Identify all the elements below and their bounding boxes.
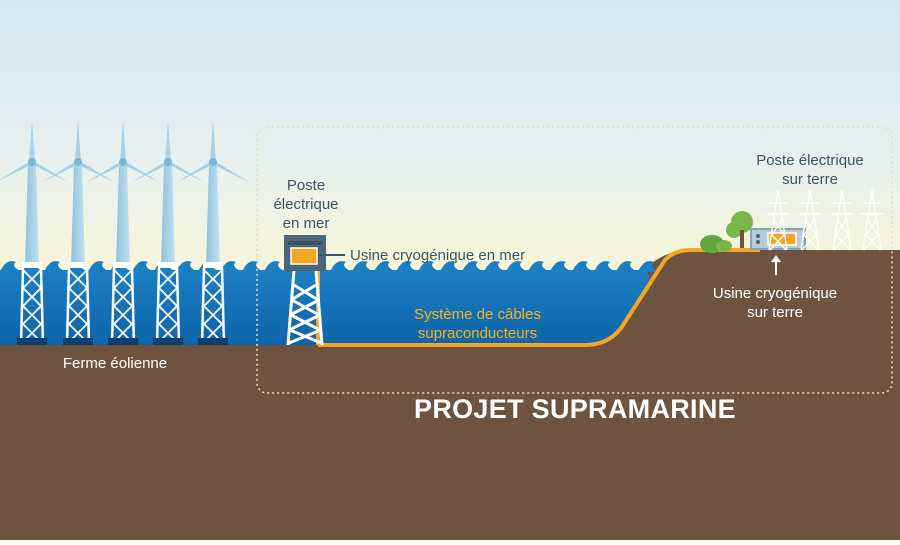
wind-farm-label: Ferme éolienne — [62, 355, 168, 372]
wave-crest — [220, 261, 242, 272]
wave-crest — [374, 261, 396, 272]
wave-crest — [242, 261, 264, 272]
wave-crest — [462, 261, 484, 272]
coast-hill — [600, 250, 900, 540]
offshore-substation-line-1: Poste — [286, 177, 326, 194]
wave-crest — [0, 261, 22, 272]
offshore-substation-label: Poste électrique en mer — [265, 176, 347, 233]
wind-turbine — [42, 120, 114, 346]
wave-crest — [616, 261, 638, 272]
wave-crest — [572, 261, 594, 272]
power-pylon — [767, 189, 789, 251]
project-boundary — [256, 126, 893, 394]
superconducting-cable — [318, 248, 760, 347]
offshore-substation-line-2: électrique — [273, 196, 339, 213]
offshore-cryo-plant-label: Usine cryogénique en mer — [350, 247, 526, 264]
cable-system-line-2: supraconducteurs — [417, 325, 538, 342]
offshore-substation — [284, 235, 326, 346]
onshore-substation-label: Poste électrique sur terre — [735, 151, 885, 189]
onshore-cryo-arrow — [771, 255, 781, 275]
onshore-cryo-plant-building — [750, 228, 806, 250]
wave-crest — [330, 261, 352, 272]
wind-turbine — [132, 120, 204, 346]
wave-crest — [506, 261, 528, 272]
wave-crest — [352, 261, 374, 272]
power-pylon — [799, 189, 821, 251]
power-pylon — [861, 189, 883, 251]
onshore-cryo-line-1: Usine cryogénique — [712, 285, 838, 302]
wave-crest — [396, 261, 418, 272]
cable-system-label: Système de câbles supraconducteurs — [395, 305, 560, 343]
wave-crest — [418, 261, 440, 272]
wave-crest — [638, 261, 660, 272]
wave-crest — [132, 261, 154, 272]
project-title: PROJET SUPRAMARINE — [414, 394, 736, 424]
power-pylon — [831, 189, 853, 251]
onshore-substation-line-1: Poste électrique — [756, 152, 864, 169]
wave-crest — [484, 261, 506, 272]
wave-crest — [44, 261, 66, 272]
wave-crest — [528, 261, 550, 272]
wind-turbines — [0, 120, 249, 346]
onshore-cryo-line-2: sur terre — [747, 304, 803, 321]
wind-turbine — [0, 120, 68, 346]
cable-system-line-1: Système de câbles — [414, 306, 541, 323]
wind-turbine — [177, 120, 249, 346]
wave-crest — [550, 261, 572, 272]
offshore-substation-line-3: en mer — [282, 215, 330, 232]
power-pylons — [767, 189, 883, 251]
onshore-cryo-plant-label: Usine cryogénique sur terre — [700, 284, 850, 322]
wave-crest — [88, 261, 110, 272]
wave-crest — [440, 261, 462, 272]
wind-turbine — [87, 120, 159, 346]
onshore-substation-line-2: sur terre — [782, 171, 838, 188]
wave-crest — [176, 261, 198, 272]
wave-crest — [264, 261, 286, 272]
wave-crest — [594, 261, 616, 272]
